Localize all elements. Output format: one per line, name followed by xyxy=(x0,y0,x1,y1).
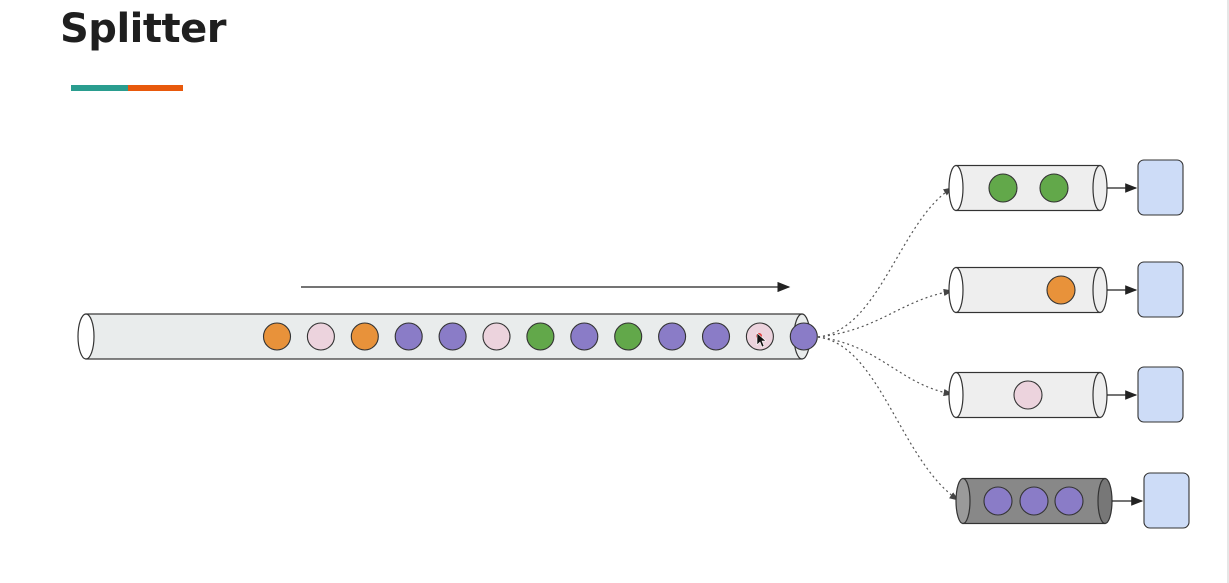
consumer-box xyxy=(1143,472,1190,529)
message-purple xyxy=(570,322,599,351)
message-purple xyxy=(438,322,467,351)
message-green xyxy=(526,322,555,351)
output-channel-orange xyxy=(948,261,1184,318)
message-green xyxy=(988,173,1018,203)
route-to-green-channel xyxy=(817,187,954,338)
mouse-cursor xyxy=(756,332,767,348)
message-orange xyxy=(262,322,292,351)
title-underline-teal xyxy=(71,85,128,91)
channel-start-cap xyxy=(955,477,971,525)
message-purple xyxy=(658,322,687,351)
message-purple xyxy=(394,322,423,351)
channel-end-cap xyxy=(1092,164,1108,212)
route-to-pink-channel xyxy=(817,336,954,397)
message-purple xyxy=(1019,486,1049,516)
output-channel-purple xyxy=(955,472,1190,529)
channel-body xyxy=(955,266,1101,314)
message-purple xyxy=(1054,486,1084,516)
message-purple xyxy=(789,322,818,351)
pointer-arrow-icon xyxy=(756,332,767,348)
output-channel-pink xyxy=(948,366,1184,423)
routing-paths xyxy=(817,187,959,501)
consumer-box xyxy=(1137,159,1184,216)
channel-start-cap xyxy=(948,266,964,314)
route-to-orange-channel xyxy=(817,288,954,338)
message-pink xyxy=(482,322,511,351)
message-pink xyxy=(306,322,335,351)
channel-start-cap xyxy=(948,371,964,419)
page-title: Splitter xyxy=(60,6,226,52)
message-orange xyxy=(1046,275,1076,305)
route-to-purple-channel xyxy=(817,336,959,501)
consumer-box xyxy=(1137,366,1184,423)
message-green xyxy=(1039,173,1069,203)
message-green xyxy=(614,322,643,351)
main-channel-start-cap xyxy=(77,313,95,360)
message-pink xyxy=(1013,380,1043,410)
channel-body xyxy=(955,164,1101,212)
consumer-box xyxy=(1137,261,1184,318)
channel-end-cap xyxy=(1092,266,1108,314)
message-purple xyxy=(983,486,1013,516)
channel-end-cap xyxy=(1097,477,1113,525)
message-purple xyxy=(701,322,731,351)
channel-start-cap xyxy=(948,164,964,212)
channel-end-cap xyxy=(1092,371,1108,419)
main-channel xyxy=(77,313,818,360)
page-edge xyxy=(1227,0,1229,583)
title-underline-orange xyxy=(128,85,183,91)
message-orange xyxy=(350,322,379,351)
output-channel-green xyxy=(948,159,1184,216)
